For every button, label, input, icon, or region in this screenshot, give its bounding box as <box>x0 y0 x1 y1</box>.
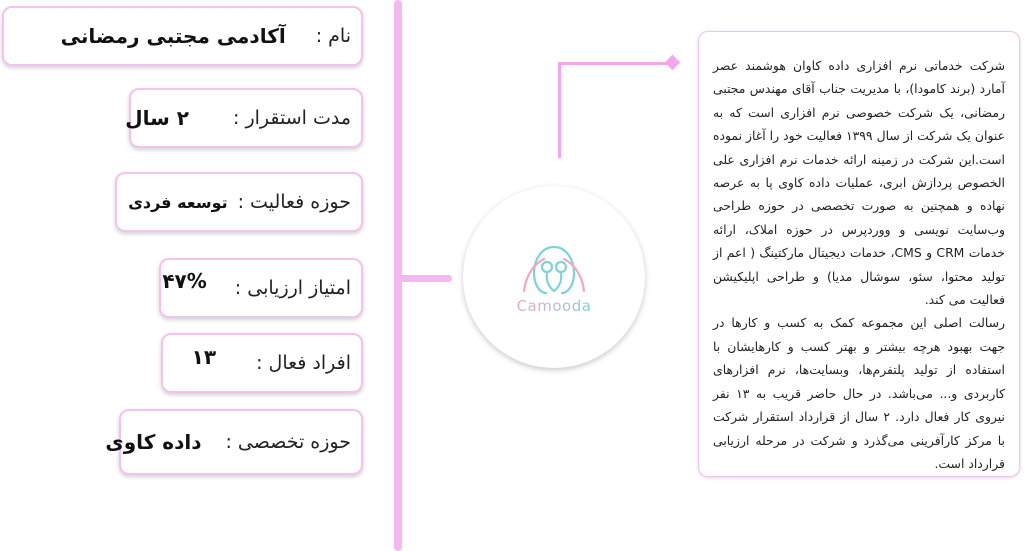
timeline-branch <box>398 275 452 282</box>
name-label: نام : <box>315 25 351 47</box>
description-paragraph-2: رسالت اصلی این مجموعه کمک به کسب و کارها… <box>713 315 1005 471</box>
members-value: ۱۳ <box>191 345 217 369</box>
connector-horizontal <box>558 62 670 65</box>
duration-value: ۲ سال <box>125 106 189 130</box>
logo-circle: Camooda <box>463 186 645 368</box>
duration-card: مدت استقرار : ۲ سال <box>125 88 363 148</box>
connector-diamond-icon <box>664 54 681 71</box>
activity-label: حوزه فعالیت : <box>237 191 351 213</box>
score-label: امتیاز ارزیابی : <box>234 277 351 299</box>
members-label: افراد فعال : <box>256 352 351 374</box>
name-card: نام : آکادمی مجتبی رمضانی <box>2 6 363 66</box>
logo-text: Camooda <box>517 297 592 315</box>
members-card: افراد فعال : ۱۳ <box>161 333 363 393</box>
logo-wordmark: Camooda <box>516 297 592 315</box>
name-value: آکادمی مجتبی رمضانی <box>60 24 286 48</box>
score-value: ۴۷% <box>162 269 207 293</box>
description-box: شرکت خدماتی نرم افزاری داده کاوان هوشمند… <box>698 31 1020 477</box>
activity-value: توسعه فردی <box>128 192 228 212</box>
score-card: امتیاز ارزیابی : ۴۷% <box>159 258 363 318</box>
expertise-value: داده کاوی <box>105 430 202 454</box>
expertise-card: حوزه تخصصی : داده کاوی <box>105 409 363 475</box>
description-paragraph-1: شرکت خدماتی نرم افزاری داده کاوان هوشمند… <box>713 58 1005 308</box>
expertise-label: حوزه تخصصی : <box>225 431 351 453</box>
connector-vertical <box>558 62 561 158</box>
camooda-logo-icon <box>522 245 586 295</box>
activity-card: حوزه فعالیت : توسعه فردی <box>115 172 363 232</box>
duration-label: مدت استقرار : <box>233 107 351 129</box>
